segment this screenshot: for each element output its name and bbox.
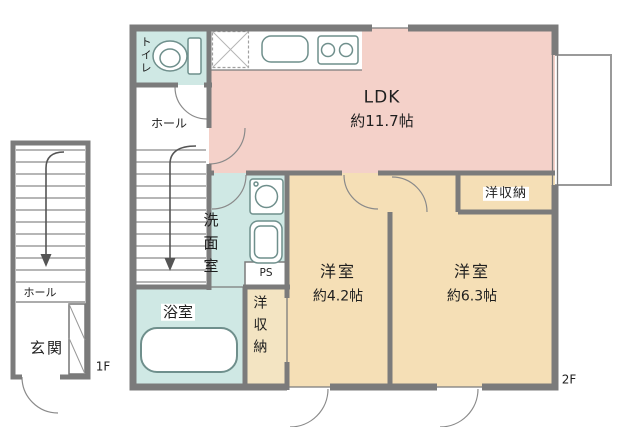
entrance-label: 玄関 <box>29 338 65 357</box>
toilet-bowl-inner-icon <box>159 48 181 68</box>
bathtub-icon <box>140 327 238 373</box>
western-room-42-label: 洋室 <box>319 262 357 282</box>
western-room-63-size-label: 約6.3帖 <box>446 288 498 305</box>
outer-walls-1f <box>10 140 91 380</box>
fixtures <box>140 35 359 373</box>
washing-machine-drum-icon <box>254 184 279 209</box>
western-room-63-area <box>390 173 555 387</box>
stairs-1f-direction-arrow <box>45 151 65 256</box>
toilet-tank-icon <box>187 37 202 75</box>
western-room-42-door-arc <box>343 174 379 210</box>
washroom-door-arc <box>211 174 247 210</box>
floor-2f-label: 2F <box>561 372 577 387</box>
toilet-label: トイレ <box>139 36 153 75</box>
inner-walls-vertical <box>206 28 461 390</box>
western-room-42-size-label: 約4.2帖 <box>312 288 364 305</box>
floor-1f-label: 1F <box>95 359 111 374</box>
ldk-label: LDK <box>363 87 401 108</box>
hall-1f-label: ホール <box>21 285 59 300</box>
western-room-63-door-arc <box>391 176 428 213</box>
kitchen-sink-icon <box>261 35 309 63</box>
south-door-arc-left <box>289 388 329 427</box>
stairs-2f-direction-arrow <box>169 145 197 260</box>
closet-63-label: 洋収納 <box>482 185 530 202</box>
stairs-1f-arrowhead <box>40 254 52 267</box>
closet-washroom-side-label: 洋収納 <box>251 295 268 361</box>
vanity-sink-bowl-icon <box>253 225 279 259</box>
inner-walls-horizontal <box>133 82 555 290</box>
stairs-1f <box>16 146 85 287</box>
stove-burner-right-icon <box>338 42 354 58</box>
toilet-door-arc <box>174 86 208 120</box>
door-arcs <box>21 86 479 427</box>
south-door-arc-right <box>439 388 479 427</box>
outer-walls-2f <box>129 24 559 391</box>
entrance-door-arc <box>21 376 59 414</box>
hall-ldk-door-arc <box>208 127 246 165</box>
washroom-label: 洗面室 <box>201 212 220 281</box>
hall-2f-label: ホール <box>148 116 190 131</box>
washing-machine-knob-icon <box>253 181 259 187</box>
walls <box>10 24 559 391</box>
balcony-outline <box>555 54 612 186</box>
ldk-size-label: 約11.7帖 <box>350 111 414 130</box>
stairs-2f <box>136 140 206 287</box>
closet-washroom-side-area <box>245 287 287 387</box>
western-room-63-label: 洋室 <box>453 262 491 282</box>
shoe-cabinet-icon <box>68 303 86 375</box>
stairs-2f-arrowhead <box>164 258 176 271</box>
bathroom-label: 浴室 <box>160 302 196 321</box>
pipe-space-label: PS <box>259 267 273 280</box>
windows-and-thin-lines <box>16 27 559 388</box>
balcony-window <box>551 55 559 185</box>
stove-burner-left-icon <box>320 42 336 58</box>
